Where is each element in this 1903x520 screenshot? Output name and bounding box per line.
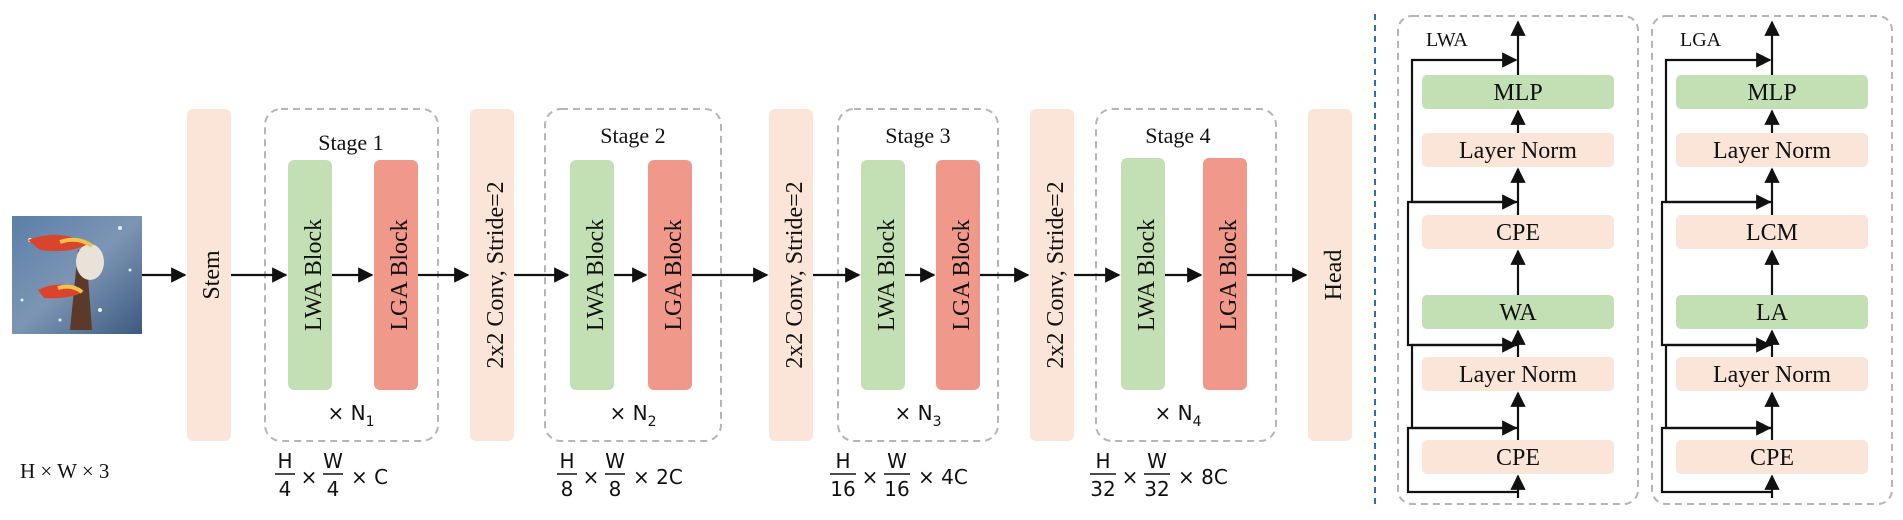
layer-label: Layer Norm <box>1459 138 1577 164</box>
shape-channels: × 4C <box>918 465 968 489</box>
stage-3-lwa-block <box>861 160 905 390</box>
stage-1-lga-label: LGA Block <box>387 219 413 330</box>
panel-frame <box>1397 15 1639 505</box>
stage-2-repeat: × N2 <box>610 401 657 430</box>
head-box <box>1308 109 1352 441</box>
layer-box <box>1676 357 1868 391</box>
downsample-box-3 <box>1030 109 1074 441</box>
stage-4-repeat: × N4 <box>1155 401 1202 430</box>
panel-title: LWA <box>1426 29 1468 51</box>
stage-1-repeat: × N1 <box>328 401 375 430</box>
shape-channels: × 2C <box>633 465 683 489</box>
stage-2-lga-label: LGA Block <box>661 219 687 330</box>
layer-box <box>1422 357 1614 391</box>
layer-label: LA <box>1756 300 1789 326</box>
shape-channels: × C <box>351 465 388 489</box>
layer-label: MLP <box>1747 80 1796 106</box>
shape-channels: × 8C <box>1178 465 1228 489</box>
input-image <box>12 216 142 334</box>
downsample-label-2: 2x2 Conv, Stride=2 <box>782 181 808 368</box>
stage-4-lwa-block <box>1121 158 1165 390</box>
stage-3-lwa-label: LWA Block <box>874 219 900 331</box>
layer-box <box>1422 133 1614 167</box>
layer-box <box>1422 440 1614 474</box>
pipeline: Stem 2x2 Conv, Stride=2 2x2 Conv, Stride… <box>142 108 1352 442</box>
shape-h-den: 8 <box>561 477 574 501</box>
shape-label-stage-2: H 8 ×W 8 × 2C <box>557 449 683 501</box>
stem-label: Stem <box>199 250 225 300</box>
stage-4-title: Stage 4 <box>1145 123 1210 148</box>
stage-1-lga-block <box>374 160 418 390</box>
stage-3-repeat: × N3 <box>895 401 942 430</box>
stage-2-title: Stage 2 <box>600 123 665 148</box>
layer-label: MLP <box>1493 80 1542 106</box>
shape-label-stage-3: H16×W16× 4C <box>830 449 968 501</box>
shape-w: W <box>1147 449 1167 473</box>
stage-3-lga-label: LGA Block <box>949 219 975 330</box>
layer-label: LCM <box>1746 220 1798 246</box>
layer-label: CPE <box>1496 445 1540 471</box>
downsample-box-2 <box>769 109 813 441</box>
shape-h-den: 32 <box>1090 477 1115 501</box>
layer-box <box>1676 295 1868 329</box>
shape-h: H <box>835 449 850 473</box>
shape-w: W <box>605 449 625 473</box>
stage-2-lwa-label: LWA Block <box>583 219 609 331</box>
layer-label: Layer Norm <box>1713 362 1831 388</box>
stage-3-title: Stage 3 <box>885 123 950 148</box>
stage-2-lga-block <box>648 160 692 390</box>
times-sign: × <box>301 465 318 489</box>
stage-4-lga-label: LGA Block <box>1216 219 1242 330</box>
shape-w-den: 8 <box>609 477 622 501</box>
times-sign: × <box>583 465 600 489</box>
shape-h-den: 16 <box>830 477 855 501</box>
downsample-box-1 <box>470 109 514 441</box>
panel-title: LGA <box>1680 29 1722 51</box>
shape-label-stage-1: H 4 ×W 4 × C <box>275 449 388 501</box>
skip-connection <box>1664 52 1772 204</box>
layer-label: CPE <box>1496 220 1540 246</box>
stage-2-lwa-block <box>570 160 614 390</box>
shape-w: W <box>323 449 343 473</box>
stage-1-lwa-block <box>288 160 332 390</box>
layer-box <box>1676 75 1868 109</box>
stage-4-lga-block <box>1203 158 1247 390</box>
shape-w: W <box>887 449 907 473</box>
layer-box <box>1422 215 1614 249</box>
layer-box <box>1676 215 1868 249</box>
times-sign: × <box>862 465 879 489</box>
head-label: Head <box>1321 250 1347 301</box>
layer-label: Layer Norm <box>1713 138 1831 164</box>
layer-box <box>1676 133 1868 167</box>
layer-label: Layer Norm <box>1459 362 1577 388</box>
downsample-label-3: 2x2 Conv, Stride=2 <box>1043 181 1069 368</box>
layer-box <box>1422 75 1614 109</box>
stage-3-lga-block <box>936 160 980 390</box>
input-size-label: H × W × 3 <box>20 459 109 483</box>
shape-label-stage-4: H32×W32× 8C <box>1090 449 1228 501</box>
shape-w-den: 32 <box>1144 477 1169 501</box>
stage-1-lwa-label: LWA Block <box>301 219 327 331</box>
layer-box <box>1676 440 1868 474</box>
shape-h: H <box>1095 449 1110 473</box>
panel-frame <box>1651 15 1893 505</box>
layer-label: CPE <box>1750 445 1794 471</box>
shape-h: H <box>277 449 292 473</box>
shape-h: H <box>559 449 574 473</box>
layer-box <box>1422 295 1614 329</box>
downsample-label-1: 2x2 Conv, Stride=2 <box>483 181 509 368</box>
shape-h-den: 4 <box>279 477 292 501</box>
stage-1-title: Stage 1 <box>318 130 383 155</box>
shape-w-den: 4 <box>327 477 340 501</box>
stem-box <box>187 109 231 441</box>
shape-w-den: 16 <box>884 477 909 501</box>
skip-connection <box>1410 52 1518 204</box>
layer-label: WA <box>1499 300 1537 326</box>
stage-4-lwa-label: LWA Block <box>1134 219 1160 331</box>
times-sign: × <box>1122 465 1139 489</box>
